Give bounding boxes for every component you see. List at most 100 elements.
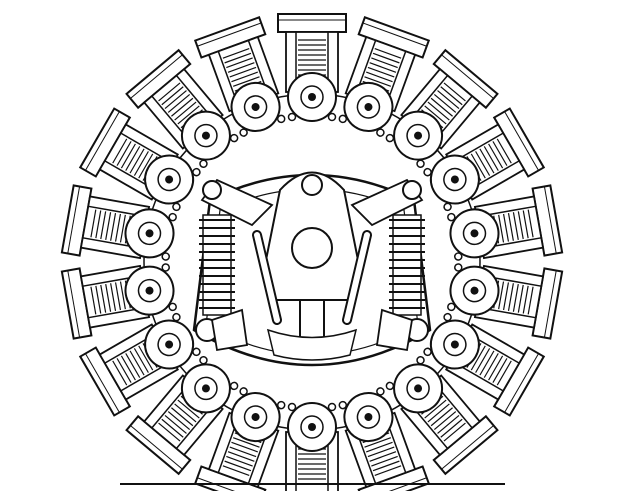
coil-line bbox=[119, 281, 126, 310]
coil-line bbox=[227, 62, 255, 73]
drum-hub bbox=[406, 376, 430, 401]
drum-hub bbox=[194, 376, 218, 401]
drum-axle bbox=[308, 423, 316, 431]
drum-hub bbox=[137, 221, 162, 246]
drum-axle bbox=[308, 93, 316, 101]
coil-line bbox=[125, 353, 141, 378]
coil-line bbox=[437, 90, 460, 110]
coil-line bbox=[479, 350, 495, 376]
bolt bbox=[416, 355, 425, 365]
coil-line bbox=[138, 153, 154, 179]
bolt bbox=[287, 112, 297, 122]
cylinder-unit bbox=[60, 263, 177, 340]
bolt bbox=[338, 400, 348, 410]
bolt bbox=[276, 114, 286, 124]
coil-line bbox=[367, 446, 395, 458]
drum-hub bbox=[243, 95, 268, 119]
coil-line bbox=[224, 52, 252, 64]
bolt bbox=[168, 302, 177, 312]
drum-hub bbox=[443, 332, 467, 357]
cylinder-unit bbox=[125, 48, 239, 169]
coil-line bbox=[502, 282, 510, 311]
drum-hub bbox=[406, 123, 430, 148]
coil-line bbox=[167, 411, 191, 431]
drum-hub bbox=[137, 278, 162, 303]
coil-line bbox=[369, 451, 397, 462]
coil-line bbox=[229, 446, 257, 458]
coil-line bbox=[129, 350, 145, 376]
coil-line bbox=[90, 209, 97, 238]
lower-arm bbox=[375, 308, 414, 352]
coil-line bbox=[116, 141, 132, 166]
coil-line bbox=[374, 48, 402, 59]
coil-line bbox=[443, 422, 466, 442]
slide-block bbox=[299, 299, 325, 341]
coil-line bbox=[222, 48, 250, 59]
coil-line bbox=[443, 82, 466, 102]
coil-line bbox=[440, 418, 463, 438]
coil-line bbox=[158, 422, 181, 442]
coil-line bbox=[492, 141, 508, 166]
coil-line bbox=[114, 213, 122, 242]
coil-line bbox=[507, 213, 514, 241]
drum-axle bbox=[450, 175, 459, 184]
pad-line bbox=[543, 270, 557, 338]
coil-line bbox=[100, 211, 107, 240]
drum-axle bbox=[165, 340, 174, 349]
coil-line bbox=[517, 211, 524, 240]
coil-line bbox=[498, 281, 505, 310]
coil-line bbox=[229, 66, 257, 78]
drum-axle bbox=[201, 384, 210, 393]
coil-line bbox=[488, 355, 504, 381]
coil-line bbox=[371, 455, 398, 467]
coil-line bbox=[371, 57, 398, 69]
top-pivot bbox=[301, 174, 323, 196]
cylinder-unit bbox=[125, 355, 239, 476]
pad-line bbox=[67, 186, 81, 254]
bolt bbox=[443, 202, 452, 212]
drum-hub bbox=[194, 123, 218, 148]
bolt bbox=[454, 252, 463, 261]
cylinder-unit bbox=[385, 48, 499, 169]
coil-line bbox=[433, 411, 457, 431]
coil-line bbox=[167, 93, 191, 113]
cam bbox=[266, 328, 358, 361]
drum-hub bbox=[356, 405, 381, 429]
bolt bbox=[376, 387, 385, 396]
drum-hub bbox=[443, 167, 467, 192]
coil-line bbox=[222, 465, 250, 476]
pad bbox=[277, 13, 347, 33]
coil-line bbox=[470, 345, 486, 371]
cylinder-unit bbox=[338, 387, 431, 491]
coil-line bbox=[116, 358, 132, 383]
coil-line bbox=[174, 403, 197, 423]
coil-line bbox=[372, 460, 400, 472]
pad-line bbox=[84, 353, 120, 413]
drum-axle bbox=[470, 286, 479, 295]
coil-line bbox=[374, 465, 402, 476]
bolt bbox=[385, 381, 395, 391]
bolt bbox=[447, 302, 456, 312]
coil-line bbox=[95, 285, 102, 314]
drum-hub bbox=[243, 405, 268, 429]
cylinder-unit bbox=[277, 13, 347, 122]
coil-line bbox=[427, 101, 450, 121]
coil-line bbox=[496, 138, 512, 164]
bolt bbox=[239, 387, 248, 396]
drum-axle bbox=[251, 413, 260, 422]
drum-hub bbox=[462, 278, 487, 303]
bolt bbox=[172, 312, 181, 322]
drum-hub bbox=[157, 332, 181, 357]
bolt bbox=[239, 128, 248, 137]
bolt bbox=[229, 133, 239, 143]
lower-arm bbox=[210, 308, 249, 352]
coil-line bbox=[369, 62, 397, 73]
pad-line bbox=[441, 425, 494, 470]
cylinder-unit bbox=[285, 402, 339, 491]
coil-line bbox=[527, 286, 534, 315]
coil-line bbox=[161, 418, 184, 438]
pad-line bbox=[130, 54, 183, 99]
bolt bbox=[192, 167, 201, 177]
coil-line bbox=[517, 284, 524, 313]
drum-hub bbox=[356, 95, 381, 119]
